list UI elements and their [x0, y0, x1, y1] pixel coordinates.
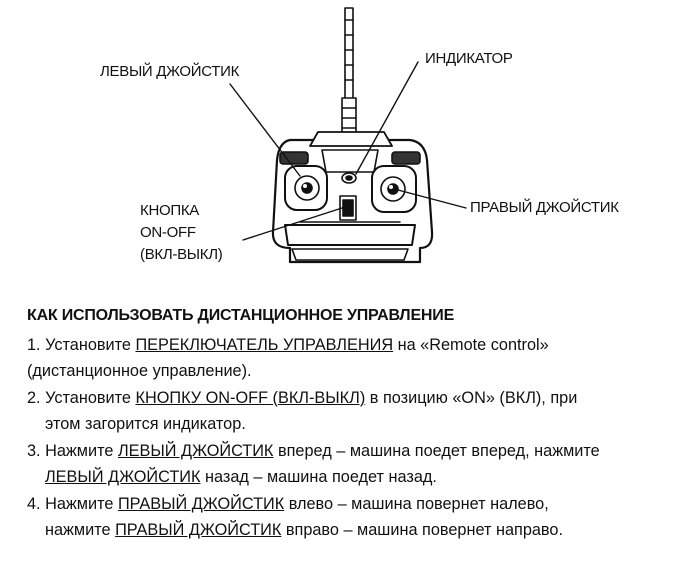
step-3-text-a: 3. Нажмите: [27, 441, 118, 460]
step-1-text-b: на «Remote control»: [393, 335, 549, 354]
step-4-underlined-1: ПРАВЫЙ ДЖОЙСТИК: [117, 494, 285, 513]
instructions: КАК ИСПОЛЬЗОВАТЬ ДИСТАНЦИОННОЕ УПРАВЛЕНИ…: [27, 300, 687, 544]
antenna: [341, 7, 357, 137]
on-off-button-label-line3: (ВКЛ-ВЫКЛ): [140, 246, 223, 263]
left-joystick-label: ЛЕВЫЙ ДЖОЙСТИК: [100, 63, 240, 80]
step-4-text-b: влево – машина повернет налево,: [284, 494, 549, 513]
right-joystick-label: ПРАВЫЙ ДЖОЙСТИК: [470, 199, 619, 216]
step-2-underlined: КНОПКУ ON-OFF (ВКЛ-ВЫКЛ): [135, 388, 366, 407]
indicator-label: ИНДИКАТОР: [425, 50, 513, 67]
step-1-text-c: (дистанционное управление).: [27, 362, 252, 380]
step-2-text-a: 2. Установите: [27, 388, 136, 407]
step-1-text-a: 1. Установите: [27, 335, 136, 354]
instructions-heading: КАК ИСПОЛЬЗОВАТЬ ДИСТАНЦИОННОЕ УПРАВЛЕНИ…: [27, 307, 455, 324]
step-3-underlined-1: ЛЕВЫЙ ДЖОЙСТИК: [117, 441, 274, 460]
step-4-text-d: вправо – машина повернет направо.: [281, 521, 563, 539]
step-2: 2. Установите КНОПКУ ON-OFF (ВКЛ-ВЫКЛ) в…: [27, 385, 687, 438]
step-1-underlined: ПЕРЕКЛЮЧАТЕЛЬ УПРАВЛЕНИЯ: [135, 335, 394, 354]
step-3-underlined-2: ЛЕВЫЙ ДЖОЙСТИК: [45, 468, 201, 486]
step-2-text-b: в позицию «ON» (ВКЛ), при: [365, 388, 578, 407]
indicator-light: [341, 172, 357, 184]
step-3-text-b: вперед – машина поедет вперед, нажмите: [273, 441, 600, 460]
step-3: 3. Нажмите ЛЕВЫЙ ДЖОЙСТИК вперед – машин…: [27, 438, 687, 491]
step-1: 1. Установите ПЕРЕКЛЮЧАТЕЛЬ УПРАВЛЕНИЯ н…: [27, 332, 687, 385]
on-off-button-label-line1: КНОПКА: [140, 202, 199, 219]
step-4-text-a: 4. Нажмите: [27, 494, 118, 513]
on-off-switch: [339, 195, 357, 221]
right-joystick-drawing: [371, 165, 417, 213]
step-3-text-c: назад – машина поедет назад.: [200, 468, 437, 486]
leader-lines: [229, 61, 467, 241]
step-4-text-c: нажмите: [45, 521, 116, 539]
remote-control-diagram: ЛЕВЫЙ ДЖОЙСТИК ИНДИКАТОР ПРАВЫЙ ДЖОЙСТИК…: [100, 7, 619, 266]
on-off-button-label: КНОПКА ON-OFF (ВКЛ-ВЫКЛ): [140, 200, 223, 266]
step-2-text-c: этом загорится индикатор.: [45, 415, 246, 433]
step-4-underlined-2: ПРАВЫЙ ДЖОЙСТИК: [115, 521, 282, 539]
remote-body: [271, 131, 434, 264]
step-4: 4. Нажмите ПРАВЫЙ ДЖОЙСТИК влево – машин…: [27, 491, 687, 544]
remote-control-illustration: [229, 7, 467, 264]
left-joystick-drawing: [284, 165, 328, 211]
on-off-button-label-line2: ON-OFF: [140, 224, 196, 241]
